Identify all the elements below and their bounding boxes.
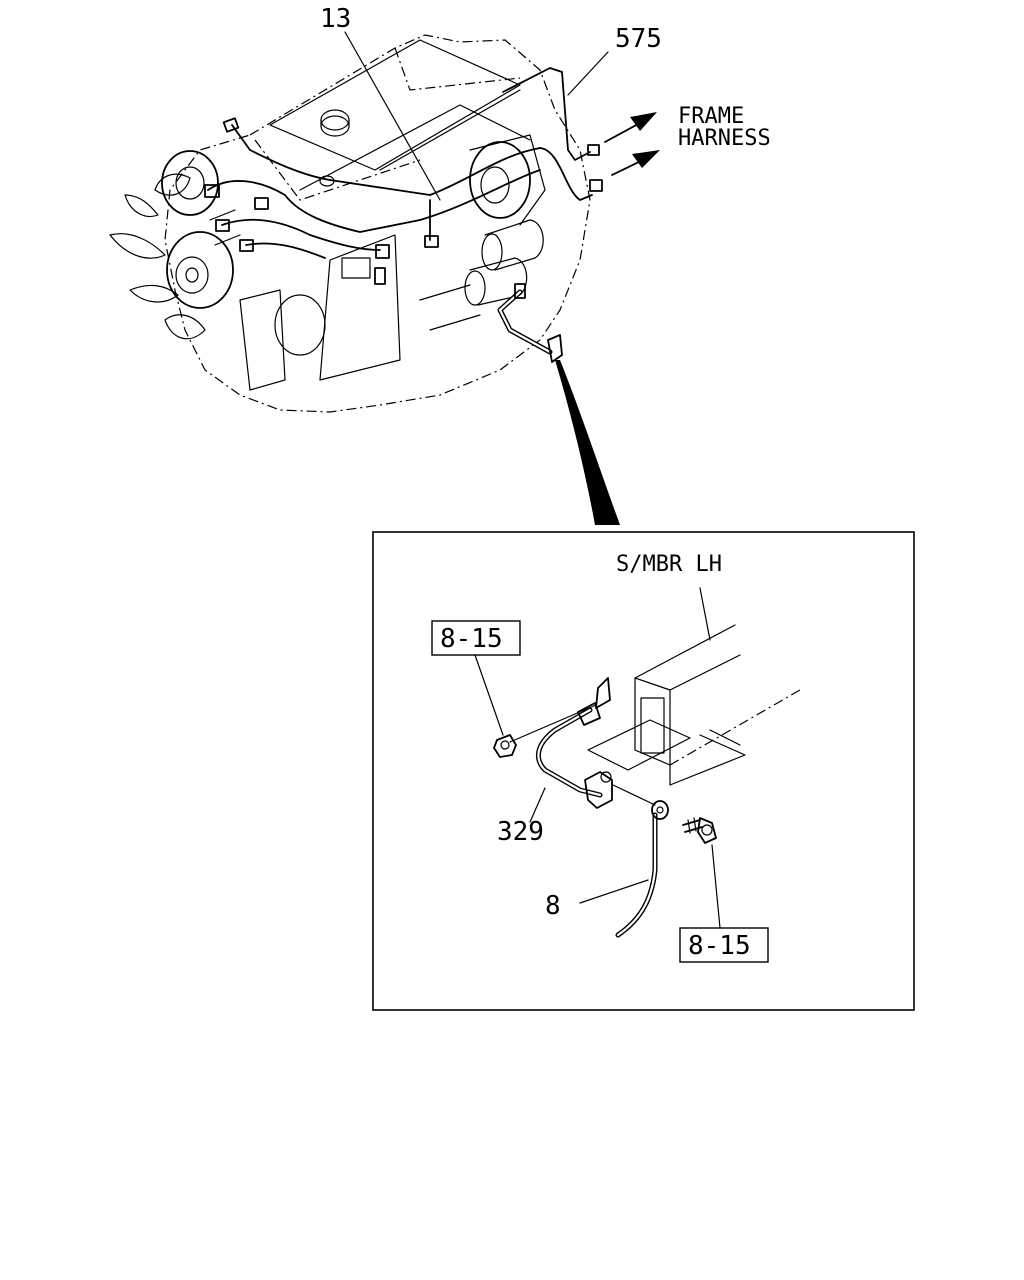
callout-8: 8 [545,891,561,921]
leader-line-8 [579,879,649,904]
engine-assembly [109,34,603,413]
callout-bolt-top: 8-15 [440,624,503,654]
leader-line-bolt-bottom [711,844,721,929]
leader-line-329 [529,787,546,823]
ref-box-bottom [679,927,769,963]
leader-line-13 [344,31,441,201]
callout-329: 329 [497,817,544,847]
frame-harness-label-line1: FRAME [678,104,744,129]
callout-13: 13 [320,4,351,34]
side-member-label: S/MBR LH [616,552,722,577]
detail-view-frame [372,531,915,1011]
detail-pointer-wedge [555,360,620,525]
callout-575: 575 [615,24,662,54]
bolt-top [493,734,517,758]
ground-cable-329 [509,677,613,809]
cable-8 [612,784,669,938]
frame-harness-label-line2: HARNESS [678,126,771,151]
ref-box-top [431,620,521,656]
leader-line-575 [567,51,609,96]
leader-line-bolt-top [474,654,504,736]
side-member-lh [634,587,801,786]
bolt-bottom [682,817,717,844]
frame-harness-arrows [604,112,660,176]
mounting-plate [587,719,691,771]
callout-bolt-bottom: 8-15 [688,931,751,961]
